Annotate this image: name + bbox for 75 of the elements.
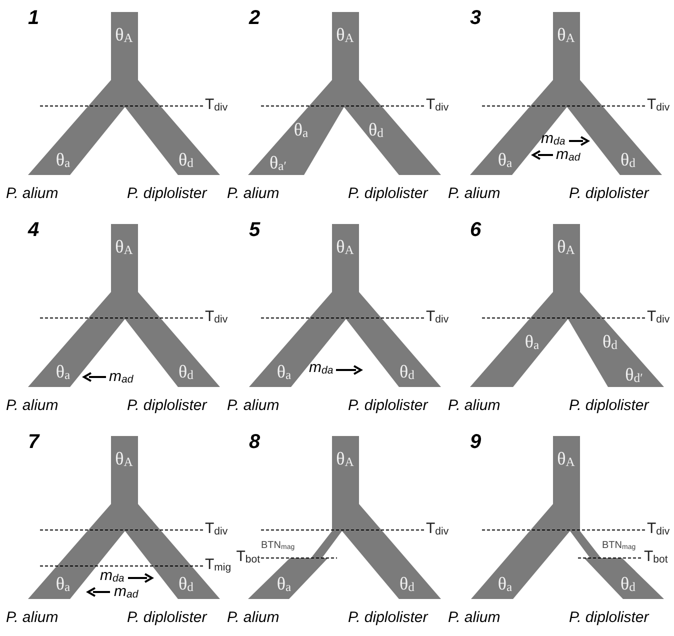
species-label: P. alium (6, 398, 58, 413)
species-label: P. diplolister (348, 610, 428, 625)
species-label: P. diplolister (348, 398, 428, 413)
species-label: P. diplolister (127, 398, 207, 413)
population-size-label: θ$_{A}$ (115, 237, 133, 257)
migration-rate-label: m$_{da}$ (100, 568, 124, 584)
population-size-label: θ$_{d}$ (368, 120, 384, 140)
population-size-label: θ$_{A}$ (115, 25, 133, 45)
time-label: T$_{div}$ (205, 97, 228, 114)
panel-number: 5 (249, 220, 260, 240)
migration-rate-label: m$_{ad}$ (114, 584, 138, 600)
time-label: T$_{div}$ (205, 521, 228, 538)
species-label: P. alium (227, 610, 280, 625)
species-label: P. diplolister (569, 186, 649, 201)
time-label: T$_{mig}$ (205, 557, 232, 574)
population-size-label: θ$_{a}$ (498, 150, 512, 170)
species-label: P. diplolister (127, 186, 207, 201)
bottleneck-label: BTN$_{mag}$ (261, 541, 295, 552)
species-label: P. alium (227, 186, 280, 201)
species-label: P. alium (6, 610, 58, 625)
species-label: P. diplolister (569, 398, 649, 413)
time-label: T$_{div}$ (426, 521, 449, 538)
time-label: T$_{div}$ (205, 309, 228, 326)
species-label: P. alium (448, 610, 500, 625)
species-label: P. alium (6, 186, 58, 201)
population-size-label: θ$_{d}$ (178, 150, 194, 170)
time-label: T$_{bot}$ (236, 549, 260, 566)
population-size-label: θ$_{A}$ (557, 237, 575, 257)
population-size-label: θ$_{a}$ (276, 362, 292, 382)
population-size-label: θ$_{a}$ (56, 574, 70, 594)
population-size-label: θ$_{d}$ (400, 362, 414, 382)
population-size-label: θ$_{a}$ (276, 574, 292, 594)
panel-number: 4 (28, 220, 40, 240)
species-label: P. alium (227, 398, 280, 413)
bottleneck-label: BTN$_{mag}$ (602, 541, 636, 552)
panel-number: 9 (470, 432, 482, 452)
time-label: T$_{div}$ (647, 309, 670, 326)
population-size-label: θ$_{a}$ (294, 120, 308, 140)
migration-rate-label: m$_{da}$ (541, 131, 566, 148)
panel-number: 2 (249, 8, 260, 28)
population-size-label: θ$_{A}$ (557, 25, 575, 45)
population-size-label: θ$_{a}$ (56, 362, 70, 382)
population-size-label: θ$_{d}$ (400, 574, 414, 594)
species-label: P. diplolister (348, 186, 428, 201)
panel-number: 6 (470, 220, 482, 240)
time-label: T$_{div}$ (426, 309, 449, 326)
population-size-label: θ$_{A}$ (336, 25, 354, 45)
migration-rate-label: m$_{ad}$ (556, 147, 580, 164)
population-size-label: θ$_{d}$ (178, 574, 194, 594)
population-size-label: θ$_{A}$ (557, 449, 575, 469)
population-size-label: θ$_{A}$ (336, 237, 354, 257)
population-size-label: θ$_{A}$ (115, 449, 133, 469)
species-label: P. alium (448, 398, 500, 413)
species-label: P. diplolister (127, 610, 207, 625)
time-label: T$_{div}$ (647, 521, 670, 538)
population-size-label: θ$_{d}$ (620, 150, 636, 170)
population-size-label: θ$_{a}$ (524, 332, 540, 352)
time-label: T$_{div}$ (647, 97, 670, 114)
panel-number: 3 (470, 8, 482, 28)
population-size-label: θ$_{d}$ (178, 362, 194, 382)
panel-number: 7 (28, 432, 40, 452)
population-size-label: θ$_{A}$ (336, 449, 354, 469)
panel-number: 8 (249, 432, 260, 452)
migration-rate-label: m$_{da}$ (309, 360, 334, 376)
time-label: T$_{bot}$ (644, 549, 668, 566)
time-label: T$_{div}$ (426, 97, 449, 114)
panel-number: 1 (28, 8, 40, 28)
population-size-label: θ$_{a}$ (498, 574, 512, 594)
population-size-label: θ$_{a′}$ (270, 153, 286, 173)
migration-rate-label: m$_{ad}$ (109, 369, 134, 386)
population-size-label: θ$_{d′}$ (625, 365, 643, 385)
population-size-label: θ$_{a}$ (56, 150, 70, 170)
population-size-label: θ$_{d}$ (620, 574, 636, 594)
population-size-label: θ$_{d}$ (602, 332, 618, 352)
species-label: P. alium (448, 186, 500, 201)
